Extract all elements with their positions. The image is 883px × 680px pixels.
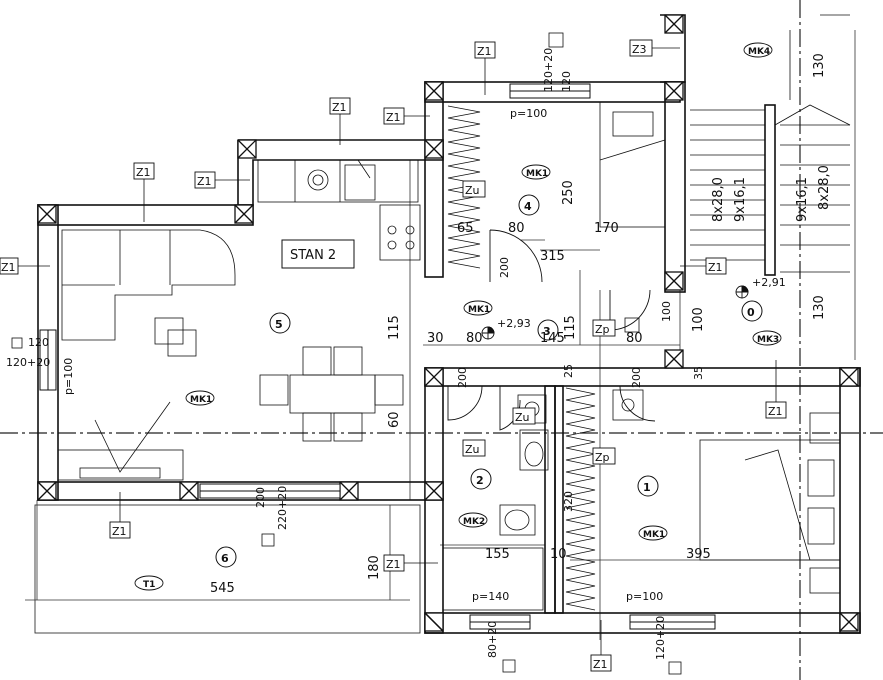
z1-tag: Z1 xyxy=(768,405,783,418)
furniture xyxy=(11,32,841,675)
dim-60: 60 xyxy=(387,411,402,428)
dim-10: 10 xyxy=(550,547,567,562)
dim-30: 30 xyxy=(427,331,444,346)
sill-height: p=100 xyxy=(626,590,663,603)
dim-200: 200 xyxy=(498,257,511,278)
z1-tag: Z1 xyxy=(593,658,608,671)
dim-65: 65 xyxy=(457,221,474,236)
stair-spec: 8x28,0 xyxy=(817,165,832,210)
dim-315: 315 xyxy=(540,249,565,264)
z1-tag: Z1 xyxy=(1,261,16,274)
room-number-4: 4 xyxy=(524,200,532,213)
dim-170: 170 xyxy=(594,221,619,236)
dim-120: 120 xyxy=(28,336,49,349)
t1-label: T1 xyxy=(143,580,155,590)
room-circles xyxy=(215,194,763,568)
z1-tag: Z1 xyxy=(197,175,212,188)
window-dim: 80+20 xyxy=(486,621,499,658)
dim-115: 115 xyxy=(387,315,402,340)
dim-80: 80 xyxy=(626,331,643,346)
dim-250: 250 xyxy=(561,180,576,205)
zu-tag: Zu xyxy=(465,443,480,456)
staircase xyxy=(690,14,851,273)
column-markers xyxy=(37,14,859,632)
z3-tag: Z3 xyxy=(632,43,647,56)
terrace-outline xyxy=(34,504,421,634)
room-number-6: 6 xyxy=(221,552,229,565)
mk2-label: MK2 xyxy=(463,517,485,527)
z1-tag: Z1 xyxy=(112,525,127,538)
dim-100: 100 xyxy=(691,307,706,332)
dim-180: 180 xyxy=(367,555,382,580)
mk3-label: MK3 xyxy=(757,335,779,345)
dim-25: 25 xyxy=(562,364,575,378)
z1-tag: Z1 xyxy=(386,111,401,124)
stair-spec: 8x28,0 xyxy=(711,177,726,222)
zu-zp-boxes xyxy=(462,180,616,465)
zu-tag: Zu xyxy=(465,184,480,197)
dim-80: 80 xyxy=(508,221,525,236)
walls xyxy=(37,14,861,634)
apartment-label: STAN 2 xyxy=(290,248,336,263)
dim-155: 155 xyxy=(485,547,510,562)
window-dim: 120+20 xyxy=(654,616,667,660)
mk-ellipses xyxy=(134,42,782,591)
room-number-3: 3 xyxy=(543,325,551,338)
window-dim: 120+20 xyxy=(542,48,555,92)
dim-130: 130 xyxy=(812,53,827,78)
room-number-0: 0 xyxy=(747,306,755,319)
zu-tag: Zu xyxy=(515,411,530,424)
window-dim: 200 xyxy=(630,367,643,388)
room-number-1: 1 xyxy=(643,481,651,494)
window-dim: 120 xyxy=(560,71,573,92)
apartment-label-box xyxy=(281,239,355,269)
z1-tag: Z1 xyxy=(708,261,723,274)
dim-145: 145 xyxy=(540,331,565,346)
window-dim: 100 xyxy=(660,301,673,322)
leader-lines xyxy=(18,47,777,655)
level-2-93: +2,93 xyxy=(497,317,531,330)
mk4-label: MK4 xyxy=(748,47,770,57)
window-dim: 200 xyxy=(254,487,267,508)
z1-tag: Z1 xyxy=(477,45,492,58)
dim-130: 130 xyxy=(812,295,827,320)
mk1-label: MK1 xyxy=(643,530,665,540)
sill-height: p=140 xyxy=(472,590,509,603)
stair-spec: 9x16,1 xyxy=(795,177,810,222)
zp-tag: Zp xyxy=(595,323,610,336)
window-dim: 120+20 xyxy=(6,356,50,369)
mk1-label: MK1 xyxy=(468,305,490,315)
z1-tag: Z1 xyxy=(332,101,347,114)
mk1-label: MK1 xyxy=(190,395,212,405)
mk1-label: MK1 xyxy=(526,169,548,179)
dim-395: 395 xyxy=(686,547,711,562)
dim-35: 35 xyxy=(692,366,705,380)
room-number-5: 5 xyxy=(275,318,283,331)
level-markers xyxy=(481,285,749,340)
z1-tag: Z1 xyxy=(136,166,151,179)
dimension-lines xyxy=(25,30,856,640)
window-dim: 220+20 xyxy=(276,486,289,530)
dim-320: 320 xyxy=(562,491,575,512)
dim-80: 80 xyxy=(466,331,483,346)
sill-height: p=100 xyxy=(62,358,75,395)
dim-115: 115 xyxy=(563,315,578,340)
level-2-91: +2,91 xyxy=(752,276,786,289)
windows xyxy=(39,83,716,630)
dim-545: 545 xyxy=(210,581,235,596)
window-dim: 200 xyxy=(456,367,469,388)
z1-tags xyxy=(0,39,787,672)
stair-spec: 9x16,1 xyxy=(733,177,748,222)
z1-tag: Z1 xyxy=(386,558,401,571)
room-number-2: 2 xyxy=(476,474,484,487)
zp-tag: Zp xyxy=(595,451,610,464)
sill-height: p=100 xyxy=(510,107,547,120)
